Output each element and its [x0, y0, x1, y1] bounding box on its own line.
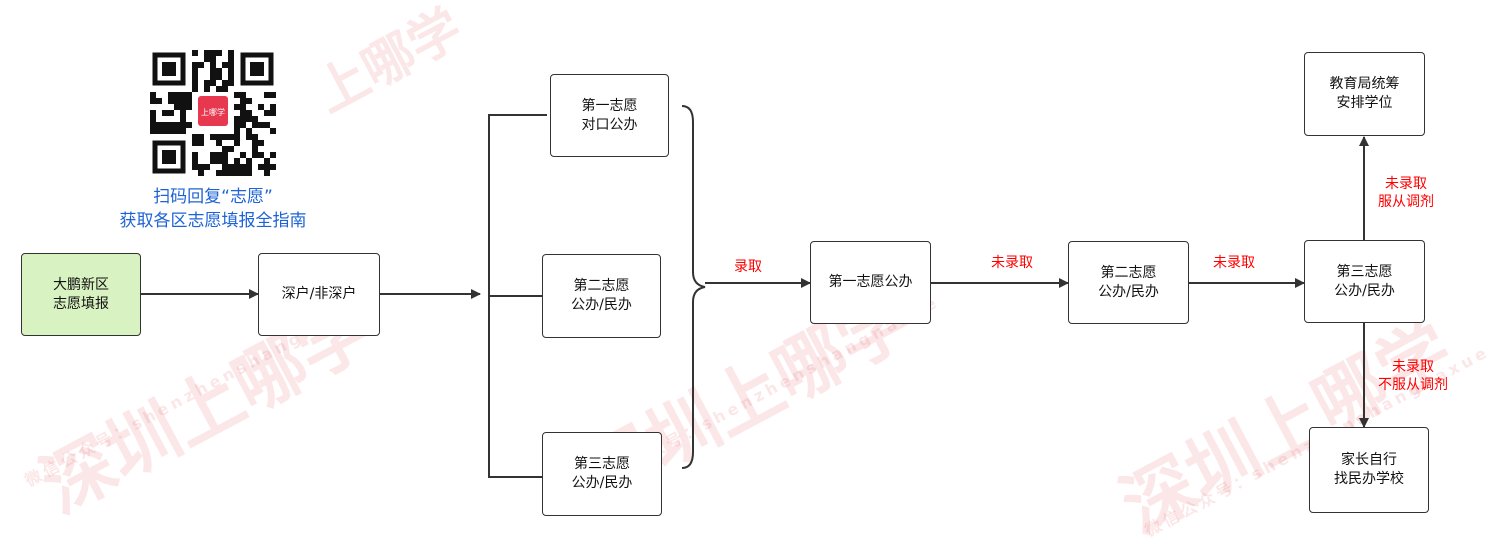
label-not-admitted-1: 未录取 [991, 255, 1033, 271]
edu-bureau-node: 教育局统筹 安排学位 [1304, 52, 1425, 136]
hukou-node: 深户/非深户 [258, 253, 380, 336]
second-choice-node: 第二志愿 公办/民办 [1068, 241, 1189, 324]
caption-line-1: 扫码回复“志愿” [153, 187, 273, 207]
qr-logo-text: 上哪学 [201, 107, 225, 117]
label-not-admitted-2: 未录取 [1213, 255, 1255, 271]
label-not-admitted-accept: 未录取 服从调剂 [1378, 176, 1434, 211]
choice3-node: 第三志愿 公办/民办 [542, 432, 662, 516]
label-admit: 录取 [734, 259, 762, 275]
qr-logo-badge [198, 96, 228, 126]
caption-line-2: 获取各区志愿填报全指南 [119, 210, 307, 231]
qr-code: 上哪学 [150, 50, 276, 176]
label-not-admitted-reject: 未录取 不服从调剂 [1378, 359, 1448, 394]
parents-node: 家长自行 找民办学校 [1309, 427, 1429, 513]
choice1-node: 第一志愿 对口公办 [550, 74, 669, 157]
first-choice-node: 第一志愿公办 [810, 241, 931, 324]
choice2-node: 第二志愿 公办/民办 [542, 254, 661, 338]
connector-layer [141, 105, 1369, 478]
start-node: 大鹏新区 志愿填报 [21, 253, 141, 336]
right-brace [681, 105, 706, 469]
third-choice-node: 第三志愿 公办/民办 [1304, 240, 1425, 323]
qr-caption: 扫码回复“志愿” 获取各区志愿填报全指南 [88, 186, 338, 234]
